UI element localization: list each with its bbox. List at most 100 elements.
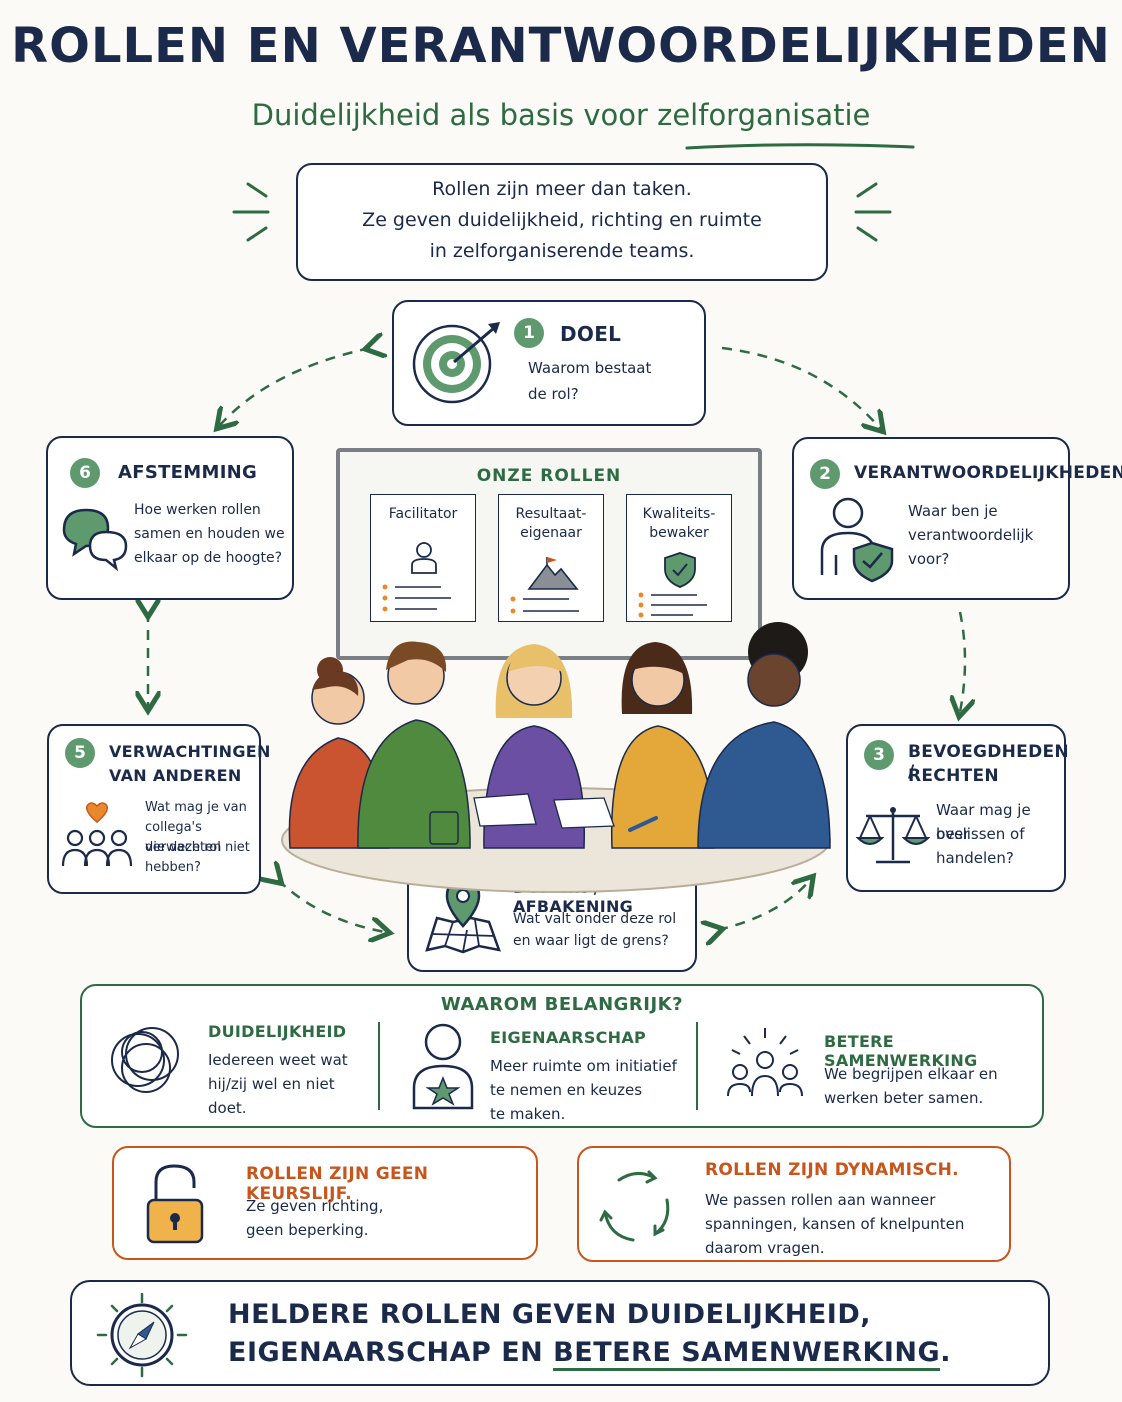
compass-icon [96,1292,188,1378]
intro-line-2: Ze geven duidelijkheid, richting en ruim… [362,209,762,231]
step-question-line: hebben? [145,860,201,875]
note-title: ROLLEN ZIJN GEEN KEURSLIJF. [246,1164,429,1204]
list-lines-icon [638,592,707,618]
mug [429,811,459,845]
why-item-line: hij/zij wel en niet [208,1075,335,1093]
divider [696,1022,698,1110]
emphasis-lines-left [232,182,270,242]
role-card-title: bewaker [649,525,709,541]
step-question-line: elkaar op de hoogte? [134,550,283,566]
step-question-line: Wat valt onder deze rol [513,911,677,927]
intro-line-1: Rollen zijn meer dan taken. [432,178,692,200]
team-member-4 [610,642,715,849]
step-number-badge: 5 [65,738,95,768]
intro-line-3: in zelforganiserende teams. [429,240,695,262]
page-subtitle: Duidelijkheid als basis voor zelforganis… [251,98,871,132]
step-title-line: BEVOEGDHEDEN / [908,742,1069,782]
note-line: We passen rollen aan wanneer [705,1191,936,1209]
unlocked-padlock-icon [146,1164,204,1244]
person-star-icon [412,1023,474,1110]
paper-sheet [473,793,537,827]
why-item-line: te maken. [490,1105,566,1123]
overlapping-circles-icon [111,1027,179,1093]
person-icon [411,542,437,574]
step-question-line: samen en houden we [134,526,285,542]
step-domein: DOMEIN / AFBAKENING Wat valt onder deze … [407,858,697,972]
person-shield-icon [820,497,894,583]
whiteboard-title: ONZE ROLLEN [476,466,622,486]
step-question-line: verantwoordelijk [908,526,1034,544]
conclusion-banner: HELDERE ROLLEN GEVEN DUIDELIJKHEID, EIGE… [70,1280,1050,1386]
emphasis-lines-right [854,182,892,242]
role-card-title: Resultaat- [515,506,587,522]
step-title: VERANTWOORDELIJKHEDEN [854,463,1122,483]
list-lines-icon [510,596,579,614]
step-question-line: de rol? [528,385,579,403]
why-item-title: BETERE SAMENWERKING [824,1032,978,1070]
step-verwachtingen: 5 VERWACHTINGEN VAN ANDEREN Wat mag je v… [47,724,270,894]
note-line: spanningen, kansen of knelpunten [705,1215,965,1233]
mountain-flag-icon [527,557,579,590]
step-title-line: VERWACHTINGEN [109,742,271,761]
note-line: Ze geven richting, [246,1197,384,1215]
why-title: WAAROM BELANGRIJK? [440,994,684,1015]
conclusion-line-2: EIGENAARSCHAP EN BETERE SAMENWERKING. [228,1334,951,1372]
note-line: geen beperking. [246,1221,369,1239]
role-card-resultaateigenaar: Resultaat- eigenaar [498,494,604,622]
step-number-badge: 2 [810,459,840,489]
why-item-line: We begrijpen elkaar en [824,1065,998,1083]
step-question-line: collega's verwachten [145,820,222,855]
step-question-line: Waarom bestaat [528,359,652,377]
step-question-line: Waar mag je over [936,801,1031,843]
conclusion-emphasis: BETERE SAMENWERKING [553,1337,941,1371]
scales-icon [855,807,931,864]
chat-bubbles-icon [62,508,128,572]
conclusion-line-1: HELDERE ROLLEN GEVEN DUIDELIJKHEID, [228,1299,871,1330]
target-icon [412,322,500,404]
role-card-title: eigenaar [520,525,582,541]
why-important-panel: WAAROM BELANGRIJK? DUIDELIJKHEID Iederee… [80,984,1044,1128]
pen [628,816,658,832]
conclusion-suffix: . [940,1337,951,1368]
people-heart-icon [61,802,133,867]
role-card-kwaliteitsbewaker: Kwaliteits- bewaker [626,494,732,622]
note-dynamisch: ROLLEN ZIJN DYNAMISCH. We passen rollen … [577,1146,1011,1262]
conclusion-prefix: EIGENAARSCHAP EN [228,1337,554,1368]
divider [378,1022,380,1110]
step-number-badge: 3 [864,740,894,770]
why-item-line: Meer ruimte om initiatief [490,1057,677,1075]
why-item-line: te nemen en keuzes [490,1081,643,1099]
note-keurslijf: ROLLEN ZIJN GEEN KEURSLIJF. Ze geven ric… [112,1146,538,1260]
cycle-arrows-icon [599,1170,670,1242]
role-card-title: Kwaliteits- [642,506,716,522]
cycle-arrows-connectors [0,0,1122,1000]
note-line: daarom vragen. [705,1239,825,1257]
subtitle-underline [685,143,915,150]
page-title: ROLLEN EN VERANTWOORDELIJKHEDEN [11,18,1111,74]
step-doel: 1 DOEL Waarom bestaat de rol? [392,300,706,426]
why-item-line: doet. [208,1099,247,1117]
step-question-line: en waar ligt de grens? [513,933,669,949]
step-question-line: Waar ben je [908,502,998,520]
step-question-line: handelen? [936,849,1014,867]
why-item-title: EIGENAARSCHAP [490,1028,647,1047]
step-afstemming: 6 AFSTEMMING Hoe werken rollen samen en … [46,436,294,600]
step-verantwoordelijkheden: 2 VERANTWOORDELIJKHEDEN Waar ben je vera… [792,437,1122,600]
intro-box: Rollen zijn meer dan taken. Ze geven dui… [296,163,828,281]
list-lines-icon [382,584,451,612]
team-meeting-illustration [281,622,831,893]
step-title: AFSTEMMING [118,462,258,483]
paper-sheet [553,797,615,829]
step-question-line: beslissen of [936,825,1025,843]
team-member-5 [697,622,831,849]
step-question-line: Hoe werken rollen [134,502,261,518]
step-question-line: Wat mag je van [145,800,247,815]
step-bevoegdheden: 3 BEVOEGDHEDEN / RECHTEN Waar mag je ove… [846,724,1069,892]
role-card-facilitator: Facilitator [370,494,476,622]
step-title-line: RECHTEN [908,766,999,786]
step-title-line: VAN ANDEREN [109,766,242,785]
step-number-badge: 6 [70,458,100,488]
shield-check-icon [664,552,696,588]
role-card-title: Facilitator [388,506,458,522]
step-number-badge: 1 [514,318,544,348]
